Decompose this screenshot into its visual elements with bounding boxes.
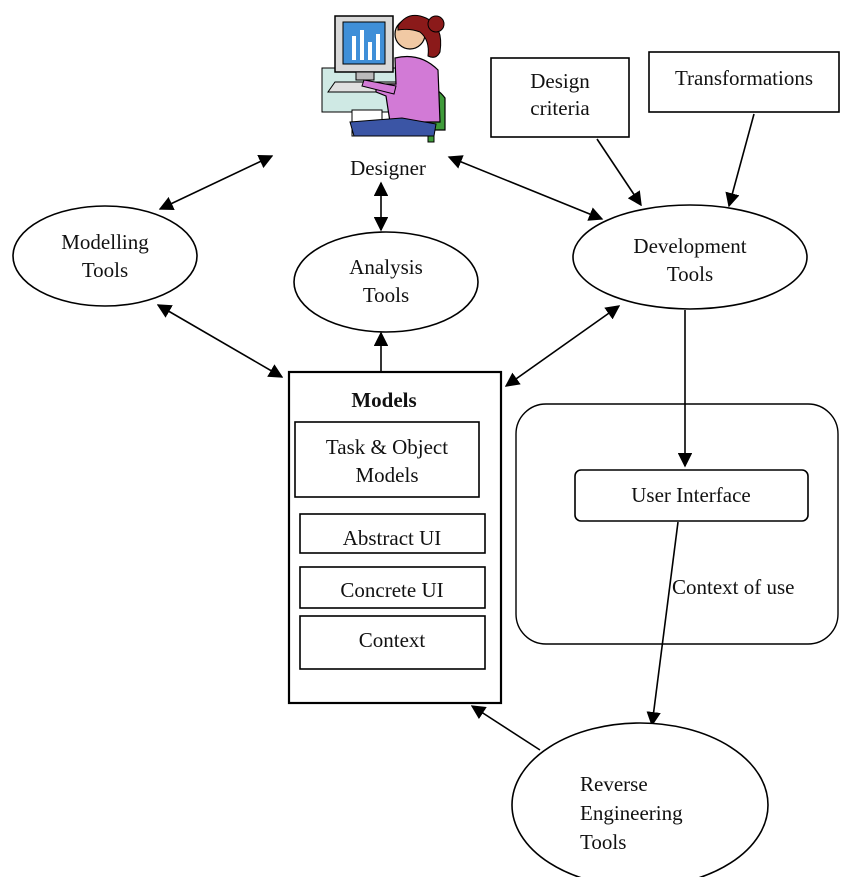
person-at-computer-icon — [321, 14, 446, 143]
designer-label: Designer — [350, 156, 426, 180]
analysis-tools-line-1: Analysis — [349, 255, 423, 279]
models-container: Models Task & Object Models Abstract UI … — [287, 370, 503, 705]
concrete-ui-label: Concrete UI — [340, 578, 443, 602]
reverse-engineering-line-2: Engineering — [580, 801, 683, 825]
analysis-tools-line-2: Tools — [363, 283, 409, 307]
context-of-use-container — [515, 403, 839, 645]
modelling-tools-line-2: Tools — [82, 258, 128, 282]
task-object-models-line-2: Models — [356, 463, 419, 487]
user-interface-box: User Interface — [574, 469, 809, 522]
development-tools-line-1: Development — [633, 234, 746, 258]
modelling-tools-node: Modelling Tools — [12, 205, 198, 307]
reverse-engineering-tools-node: Reverse Engineering Tools — [511, 722, 769, 877]
reverse-engineering-line-3: Tools — [580, 830, 626, 854]
abstract-ui-label: Abstract UI — [343, 526, 442, 550]
context-of-use-label: Context of use — [672, 575, 794, 599]
models-title: Models — [351, 388, 416, 412]
reverse-engineering-line-1: Reverse — [580, 772, 648, 796]
design-criteria-line-2: criteria — [530, 96, 590, 120]
transformations-label: Transformations — [675, 66, 813, 90]
design-criteria-box: Design criteria — [490, 57, 630, 138]
edges — [156, 113, 755, 751]
context-label: Context — [359, 628, 426, 652]
transformations-box: Transformations — [648, 51, 840, 113]
modelling-tools-line-1: Modelling — [61, 230, 149, 254]
design-criteria-line-1: Design — [530, 69, 590, 93]
development-tools-line-2: Tools — [667, 262, 713, 286]
development-tools-node: Development Tools — [572, 204, 808, 310]
task-object-models-line-1: Task & Object — [326, 435, 448, 459]
analysis-tools-node: Analysis Tools — [293, 231, 479, 333]
user-interface-label: User Interface — [631, 483, 751, 507]
